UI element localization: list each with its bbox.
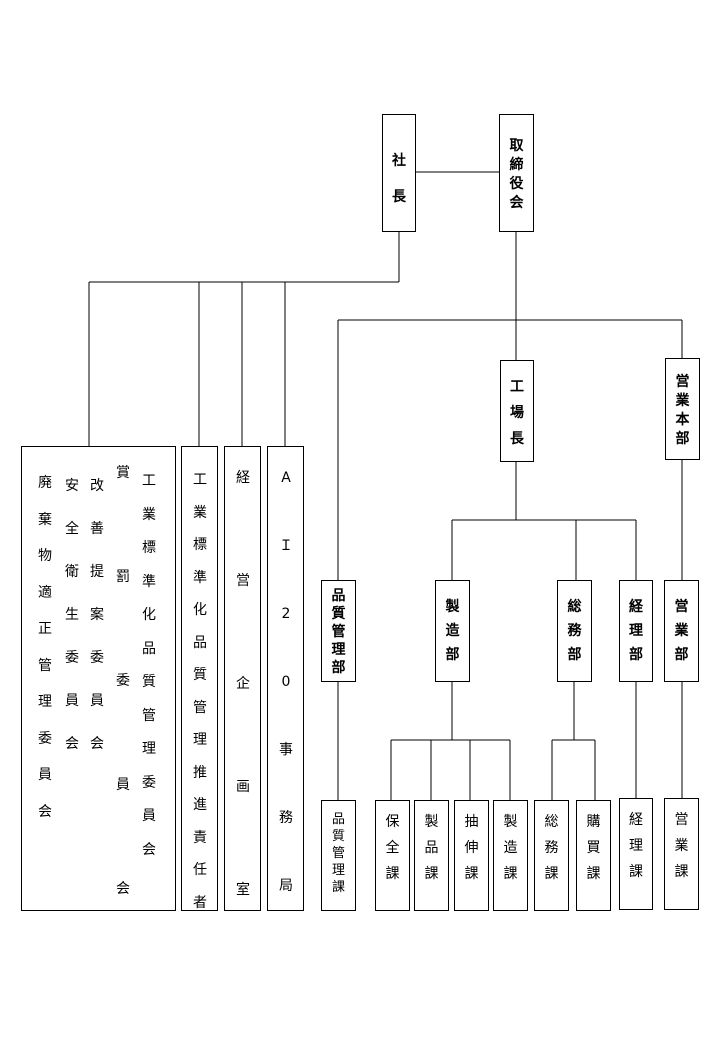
committee-standardization: 工業標準化品質管理委員会 bbox=[142, 473, 156, 858]
section-sales-box: 営業課 bbox=[664, 798, 699, 910]
section-purchasing-label: 購買課 bbox=[586, 814, 601, 882]
factory-manager-label: 工場長 bbox=[510, 379, 524, 447]
sales-hq-label: 営業本部 bbox=[675, 374, 690, 447]
board-label: 取締役会 bbox=[509, 138, 524, 211]
committee-waste: 廃棄物適正管理委員会 bbox=[38, 475, 52, 820]
dept-quality-label: 品質管理部 bbox=[331, 588, 346, 676]
qc-person-box: 工業標準化品質管理推進責任者 bbox=[181, 446, 218, 911]
president-label: 社長 bbox=[392, 153, 406, 205]
section-manufacturing-box: 製造課 bbox=[493, 800, 528, 911]
planning-label: 経営企画室 bbox=[236, 470, 250, 898]
section-sales-label: 営業課 bbox=[674, 812, 689, 880]
section-maintenance-box: 保全課 bbox=[375, 800, 410, 911]
dept-sales-label: 営業部 bbox=[674, 599, 689, 663]
section-purchasing-box: 購買課 bbox=[576, 800, 611, 911]
section-general-label: 総務課 bbox=[544, 814, 559, 882]
dept-general-affairs-label: 総務部 bbox=[567, 599, 582, 663]
dept-accounting-box: 経理部 bbox=[619, 580, 653, 682]
president-box: 社長 bbox=[382, 114, 416, 232]
committees-box: 廃棄物適正管理委員会 安全衛生委員会 改善提案委員会 賞罰委員会 工業標準化品質… bbox=[21, 446, 176, 911]
dept-manufacturing-label: 製造部 bbox=[445, 599, 460, 663]
section-accounting-label: 経理課 bbox=[629, 812, 643, 880]
committee-safety: 安全衛生委員会 bbox=[65, 478, 79, 752]
section-manufacturing-label: 製造課 bbox=[503, 814, 518, 882]
dept-quality-box: 品質管理部 bbox=[321, 580, 356, 682]
dept-sales-box: 営業部 bbox=[664, 580, 699, 682]
ai20-label: AＩ20事務局 bbox=[279, 470, 293, 894]
ai20-box: AＩ20事務局 bbox=[267, 446, 304, 911]
dept-accounting-label: 経理部 bbox=[629, 599, 643, 663]
section-general-box: 総務課 bbox=[534, 800, 569, 911]
dept-general-affairs-box: 総務部 bbox=[557, 580, 592, 682]
section-drawing-label: 抽伸課 bbox=[464, 814, 479, 882]
section-maintenance-label: 保全課 bbox=[385, 814, 400, 882]
dept-manufacturing-box: 製造部 bbox=[435, 580, 470, 682]
committee-reward: 賞罰委員会 bbox=[116, 465, 130, 897]
planning-box: 経営企画室 bbox=[224, 446, 261, 911]
section-quality-label: 品質管理課 bbox=[332, 812, 346, 895]
section-products-box: 製品課 bbox=[414, 800, 449, 911]
section-drawing-box: 抽伸課 bbox=[454, 800, 489, 911]
section-quality-box: 品質管理課 bbox=[321, 800, 356, 911]
board-box: 取締役会 bbox=[499, 114, 534, 232]
qc-person-label: 工業標準化品質管理推進責任者 bbox=[193, 472, 207, 911]
committee-improvement: 改善提案委員会 bbox=[90, 478, 104, 752]
section-accounting-box: 経理課 bbox=[619, 798, 653, 910]
factory-manager-box: 工場長 bbox=[500, 360, 534, 462]
section-products-label: 製品課 bbox=[424, 814, 439, 882]
sales-hq-box: 営業本部 bbox=[665, 358, 700, 460]
